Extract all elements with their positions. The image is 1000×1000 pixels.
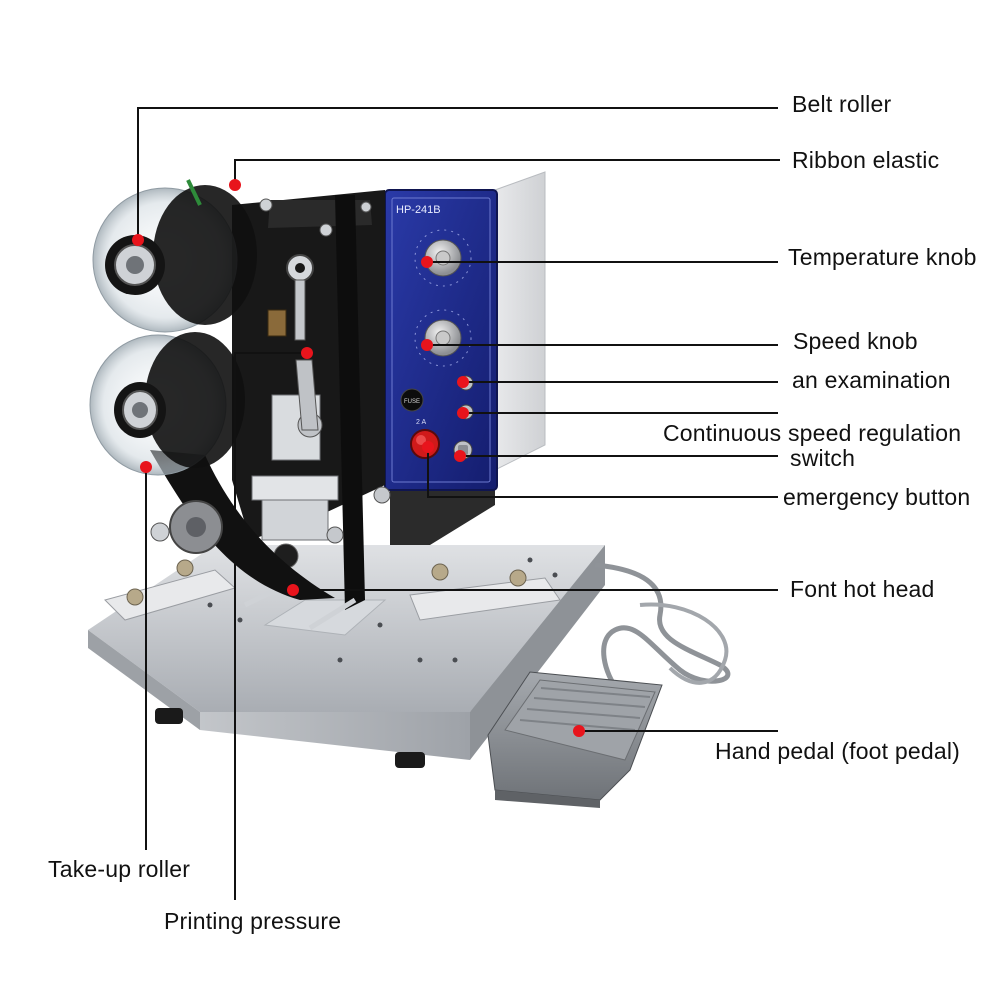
label-printing-pressure: Printing pressure [164,908,342,934]
leader-ribbon-elastic [234,159,780,185]
leader-printing-pressure [234,352,307,900]
label-examination: an examination [792,367,951,393]
dot-ribbon-elastic [229,179,241,191]
dot-temperature-knob [421,256,433,268]
dot-hand-pedal [573,725,585,737]
label-take-up-roller: Take-up roller [48,856,191,882]
speed-knob[interactable] [414,309,472,367]
label-ribbon-elastic: Ribbon elastic [792,147,940,173]
label-speed-knob: Speed knob [793,328,918,354]
label-hand-pedal: Hand pedal (foot pedal) [715,738,960,764]
label-emergency-button: emergency button [783,484,971,510]
control-panel: HP-241B FUSE [384,189,498,491]
leader-belt-roller [137,107,778,240]
foot-pedal[interactable] [487,671,663,808]
print-frame [150,190,391,631]
label-temperature-knob: Temperature knob [788,244,977,270]
dot-belt-roller [132,234,144,246]
dot-speed-knob [421,339,433,351]
leader-lines [137,107,780,900]
fuse-holder: FUSE [400,388,424,412]
leader-emergency-button [427,447,778,498]
dot-printing-pressure [301,347,313,359]
fuse-label-text: FUSE [404,399,420,405]
dot-switch [454,450,466,462]
fuse-rating-text: 2 A [416,419,426,426]
model-plate-text: HP-241B [396,204,441,216]
label-continuous-speed-line1: Continuous speed regulation [663,420,962,446]
dot-continuous-speed [457,407,469,419]
pedal-cable [594,562,731,692]
belt-roller-reel [92,179,257,333]
label-font-hot-head: Font hot head [790,576,935,602]
dot-examination [457,376,469,388]
dot-take-up-roller [140,461,152,473]
callout-dots [132,179,585,737]
take-up-roller-reel [89,332,245,476]
label-continuous-speed-line2: switch [790,445,856,471]
dot-font-hot-head [287,584,299,596]
dot-emergency-button [422,441,434,453]
label-belt-roller: Belt roller [792,91,892,117]
